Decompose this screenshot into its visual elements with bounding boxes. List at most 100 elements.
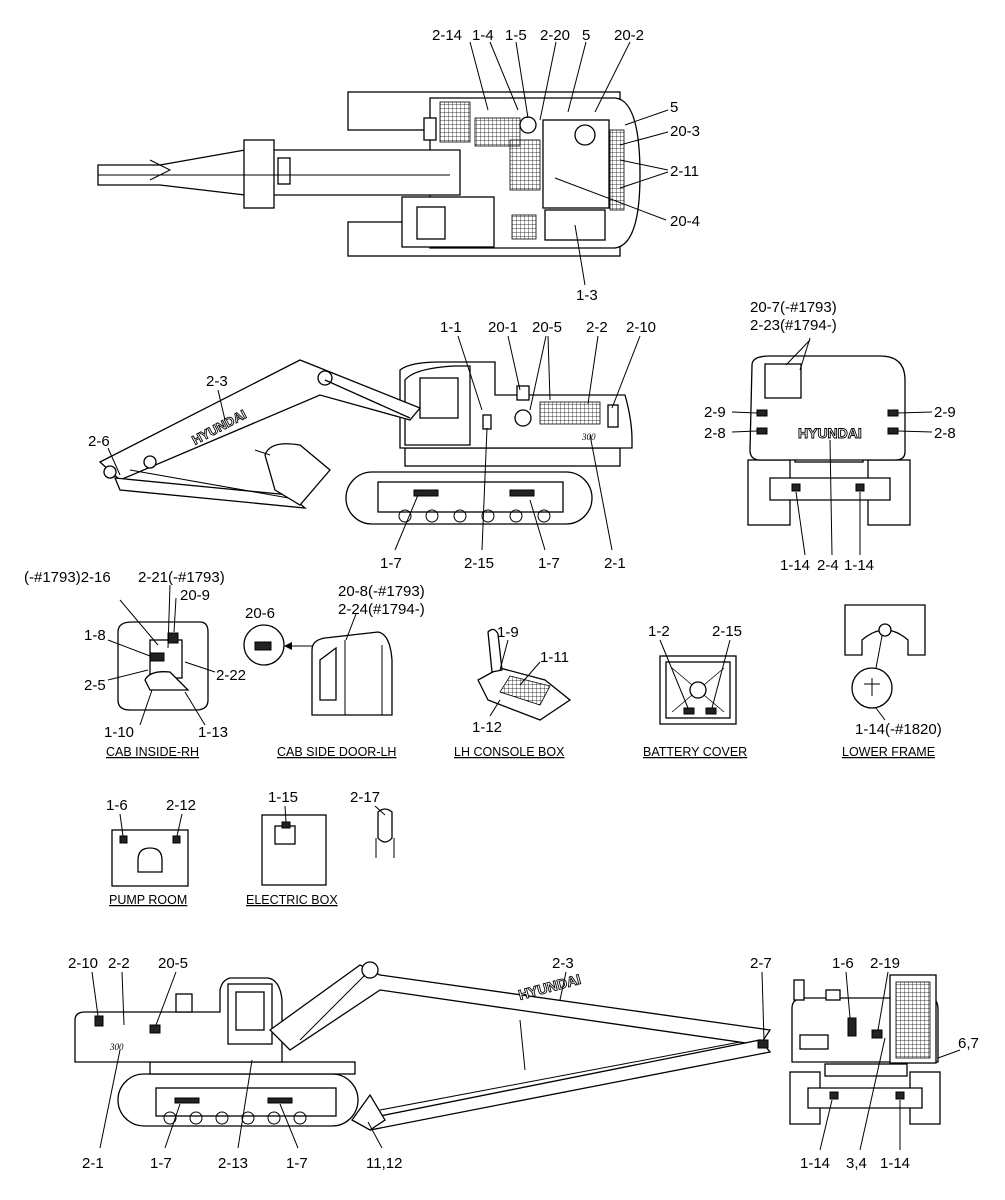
side-leader-2-10 <box>611 335 641 409</box>
caption-cab-inside: CAB INSIDE-RH <box>106 745 199 759</box>
rear-brand: HYUNDAI <box>798 425 862 441</box>
top-leader-2-11 <box>619 159 669 189</box>
bottom-leader-11-12 <box>367 1121 383 1149</box>
label-20-1-side: 20-1 <box>488 319 518 336</box>
label-2-15-side: 2-15 <box>464 555 494 572</box>
cab-seat <box>144 671 190 691</box>
top-leader-5b <box>624 109 669 126</box>
side-leader-2-15 <box>481 427 488 551</box>
bottom-leader-2-1 <box>99 1049 121 1149</box>
electric-leader-2-17 <box>374 805 386 816</box>
brear-cap <box>825 989 841 1001</box>
side-view: 300 HYUNDAI 2-3 2-6 1-1 20-1 20-5 2-2 2-… <box>88 319 656 572</box>
label-6-7-brear: 6,7 <box>958 1035 979 1052</box>
bottom-decal-2-7 <box>757 1039 769 1049</box>
rear-cab-window <box>764 363 802 399</box>
rear-decal-1-14a <box>791 483 801 492</box>
bottom-side-view: 300 HYUNDAI 2-10 2-2 20-5 2-3 2-7 2-1 1-… <box>68 955 772 1172</box>
top-leader-2-14 <box>469 41 489 111</box>
bottom-decal-1-7a <box>174 1097 200 1104</box>
label-2-6-side: 2-6 <box>88 433 110 450</box>
side-decal-1-7b <box>509 489 535 497</box>
top-cab-window <box>416 206 446 240</box>
label-20-2-top: 20-2 <box>614 27 644 44</box>
label-1-7a-bottom: 1-7 <box>150 1155 172 1172</box>
side-arm-cylinder <box>129 469 301 501</box>
label-1-13-cab: 1-13 <box>198 724 228 741</box>
label-2-22-cab: 2-22 <box>216 667 246 684</box>
label-2-10-bottom: 2-10 <box>68 955 98 972</box>
bottom-leader-2-13 <box>237 1059 253 1149</box>
label-1-9-console: 1-9 <box>497 624 519 641</box>
label-2-1-side: 2-1 <box>604 555 626 572</box>
bottom-leader-1-7b <box>279 1103 299 1149</box>
brear-leader-3-4 <box>859 1037 886 1151</box>
side-arm <box>113 477 307 509</box>
side-boom-cylinder <box>324 379 411 419</box>
label-1-7b-side: 1-7 <box>538 555 560 572</box>
side-leader-20-5 <box>529 335 551 411</box>
label-2-2-side: 2-2 <box>586 319 608 336</box>
top-cap-1 <box>519 116 537 134</box>
pump-decal-2-12 <box>172 835 181 844</box>
bottom-leader-20-5 <box>155 971 177 1026</box>
lower-frame-zoom-mark <box>864 678 880 696</box>
label-1-14-lower: 1-14(-#1820) <box>855 721 942 738</box>
brear-leader-1-14a <box>819 1099 833 1151</box>
top-cap-2 <box>574 124 596 146</box>
pump-leader-2-12 <box>176 813 183 837</box>
electric-decal-1-15 <box>281 821 291 829</box>
bottom-leader-2-3 <box>559 971 567 1001</box>
side-leader-2-6 <box>107 447 121 476</box>
rear-lower-frame <box>769 477 891 501</box>
bottom-arm-cylinder <box>379 1041 741 1111</box>
cab-leader-2-22 <box>184 661 216 673</box>
rear-leader-20-7 <box>785 337 811 371</box>
caption-electric-box: ELECTRIC BOX <box>246 893 338 907</box>
battery-center <box>689 681 707 699</box>
top-grille-6 <box>511 214 537 240</box>
bottom-rear-view: 1-6 2-19 6,7 1-14 3,4 1-14 <box>789 955 979 1172</box>
top-leader-1-4 <box>489 41 519 111</box>
electric-leader-1-15 <box>284 805 287 823</box>
label-2-2-bottom: 2-2 <box>108 955 130 972</box>
top-leader-20-4 <box>554 177 667 221</box>
pump-leader-1-6 <box>119 813 124 837</box>
bottom-bucket <box>351 1093 386 1131</box>
label-2-24-door: 2-24(#1794-) <box>338 601 425 618</box>
label-2-5-cab: 2-5 <box>84 677 106 694</box>
bottom-leader-1-7a <box>164 1103 181 1149</box>
label-1-14b-rear: 1-14 <box>844 557 874 574</box>
brear-leader-6-7 <box>937 1049 961 1059</box>
rear-leader-2-9a <box>731 411 758 414</box>
cab-leader-2-5 <box>107 669 149 681</box>
side-rollers <box>398 509 551 523</box>
lower-frame-leader-a <box>875 635 883 669</box>
side-bucket <box>264 443 331 506</box>
label-2-16-cab: (-#1793)2-16 <box>24 569 111 586</box>
side-leader-2-2 <box>587 335 599 405</box>
electric-box-view: 1-15 2-17 ELECTRIC BOX <box>246 789 395 907</box>
label-3-4-brear: 3,4 <box>846 1155 867 1172</box>
label-20-6-door: 20-6 <box>245 605 275 622</box>
label-1-5-top: 1-5 <box>505 27 527 44</box>
label-2-10-side: 2-10 <box>626 319 656 336</box>
side-decal-1-7a <box>413 489 439 497</box>
top-exhaust <box>423 117 437 141</box>
console-panel <box>499 675 551 706</box>
label-2-8b-rear: 2-8 <box>934 425 956 442</box>
label-2-14-top: 2-14 <box>432 27 462 44</box>
brear-swing <box>824 1063 908 1077</box>
side-filler <box>514 409 532 427</box>
label-5-top-a: 5 <box>582 27 590 44</box>
label-2-1-bottom: 2-1 <box>82 1155 104 1172</box>
brear-panel <box>799 1034 829 1050</box>
label-1-15-ebox: 1-15 <box>268 789 298 806</box>
rear-leader-2-9b <box>897 411 933 414</box>
brear-decal-1-6 <box>847 1017 857 1037</box>
cab-decal-20-9 <box>167 632 179 644</box>
pump-room-opening <box>137 847 163 873</box>
label-1-6-brear: 1-6 <box>832 955 854 972</box>
bottom-decal-2-10 <box>94 1015 104 1027</box>
console-view: 1-9 1-11 1-12 LH CONSOLE BOX <box>454 624 572 759</box>
